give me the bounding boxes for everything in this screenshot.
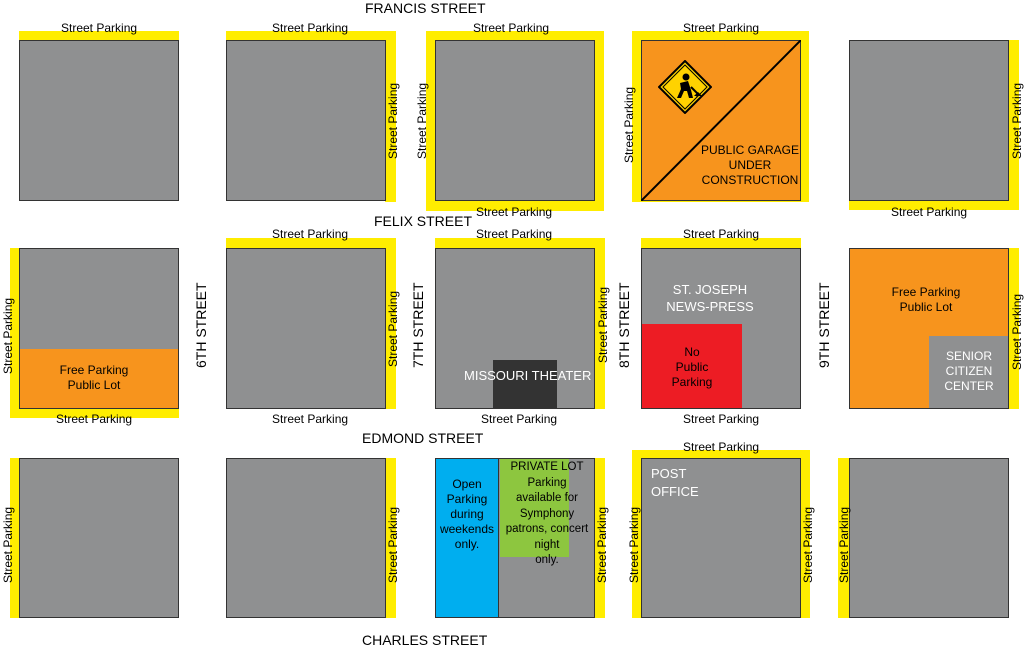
street-parking-label: Street Parking: [891, 205, 968, 219]
eighth-street-label: 8TH STREET: [616, 282, 632, 368]
missouri-theater-building: [493, 360, 557, 409]
street-parking-label: Street Parking: [1, 506, 15, 583]
open-weekend-parking-area: [436, 459, 499, 617]
city-block: [226, 248, 386, 409]
street-parking-label: Street Parking: [481, 412, 558, 426]
free-parking-label: Free Parking Public Lot: [891, 285, 961, 314]
street-parking-label: Street Parking: [683, 412, 760, 426]
no-public-parking-area: [642, 324, 742, 408]
street-parking-label: Street Parking: [415, 82, 429, 159]
city-block: [226, 458, 386, 618]
street-parking-label: Street Parking: [627, 506, 641, 583]
street-parking-label: Street Parking: [473, 21, 550, 35]
street-parking-label: Street Parking: [1, 297, 15, 374]
street-parking-strip: [594, 458, 605, 618]
street-parking-label: Street Parking: [683, 227, 760, 241]
street-parking-label: Street Parking: [386, 290, 400, 367]
street-parking-label: Street Parking: [801, 506, 815, 583]
street-parking-label: Street Parking: [837, 506, 851, 583]
construction-sign-icon: [657, 59, 713, 115]
street-parking-strip: [19, 31, 179, 40]
street-parking-label: Street Parking: [386, 506, 400, 583]
city-block: [849, 40, 1009, 201]
ninth-street-label: 9TH STREET: [816, 282, 832, 368]
street-parking-label: Street Parking: [61, 21, 138, 35]
city-block: [19, 40, 179, 201]
news-press-label: ST. JOSEPH NEWS-PRESS: [666, 282, 754, 314]
city-block: [19, 458, 179, 618]
street-parking-strip: [385, 31, 396, 202]
street-parking-strip: [838, 458, 849, 618]
street-parking-label: Street Parking: [622, 86, 636, 163]
open-weekend-parking-label: Open Parking during weekends only.: [439, 477, 495, 551]
street-parking-label: Street Parking: [272, 227, 349, 241]
public-garage-label: PUBLIC GARAGE UNDER CONSTRUCTION: [700, 143, 800, 187]
city-block: [849, 458, 1009, 618]
missouri-theater-label: MISSOURI THEATER: [464, 368, 592, 383]
street-parking-label: Street Parking: [272, 21, 349, 35]
edmond-street-label: EDMOND STREET: [362, 430, 484, 446]
post-office-label: POST OFFICE: [651, 466, 699, 499]
private-lot-area: [500, 459, 569, 557]
street-parking-label: Street Parking: [1010, 293, 1024, 370]
charles-street-label: CHARLES STREET: [362, 632, 488, 648]
sixth-street-label: 6TH STREET: [193, 282, 209, 368]
street-parking-label: Street Parking: [683, 21, 760, 35]
street-parking-strip: [226, 31, 396, 40]
street-parking-label: Street Parking: [476, 205, 553, 219]
senior-center-label: SENIOR CITIZEN CENTER: [944, 349, 994, 393]
no-public-parking-label: No Public Parking: [671, 345, 713, 389]
street-parking-label: Street Parking: [386, 82, 400, 159]
private-lot-label: PRIVATE LOT Parking available for Sympho…: [505, 461, 589, 566]
seventh-street-label: 7TH STREET: [410, 282, 426, 368]
city-block: [641, 458, 801, 618]
street-parking-label: Street Parking: [476, 227, 553, 241]
francis-street-label: FRANCIS STREET: [365, 0, 486, 16]
street-parking-strip: [385, 458, 396, 618]
garage-diagonal: [641, 40, 801, 201]
street-parking-label: Street Parking: [56, 412, 133, 426]
street-parking-label: Street Parking: [683, 440, 760, 454]
street-parking-label: Street Parking: [596, 286, 610, 363]
free-parking-lot: [20, 349, 178, 408]
street-parking-label: Street Parking: [595, 506, 609, 583]
city-block: [226, 40, 386, 201]
felix-street-label: FELIX STREET: [374, 213, 473, 229]
street-parking-label: Street Parking: [1010, 82, 1024, 159]
street-parking-label: Street Parking: [272, 412, 349, 426]
street-parking-strip: [10, 458, 21, 618]
public-garage-block: [641, 40, 801, 201]
free-parking-label: Free Parking Public Lot: [59, 363, 129, 392]
city-block: [435, 40, 595, 201]
senior-center-building: [929, 336, 1008, 408]
